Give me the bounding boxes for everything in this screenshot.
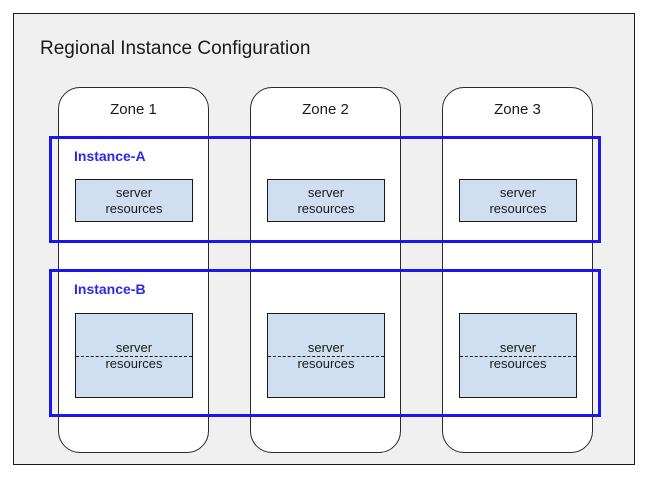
split-divider-icon [268, 355, 384, 357]
resource-box-b-zone3[interactable]: server resources [459, 313, 577, 398]
split-divider-icon [76, 355, 192, 357]
zone-label-3: Zone 3 [494, 101, 541, 118]
region-frame: Zone 1 Zone 2 Zone 3 Instance-A Instance… [13, 13, 635, 465]
resource-box-b-zone2[interactable]: server resources [267, 313, 385, 398]
resource-label: server resources [489, 184, 547, 216]
zone-card-1[interactable]: Zone 1 [58, 87, 209, 453]
resource-label: server resources [105, 184, 163, 216]
page-title: Regional Instance Configuration [40, 38, 311, 59]
resource-box-a-zone3[interactable]: server resources [459, 179, 577, 222]
resource-label: server resources [297, 184, 355, 216]
resource-box-b-zone1[interactable]: server resources [75, 313, 193, 398]
resource-label: server resources [297, 339, 355, 371]
resource-label: server resources [489, 339, 547, 371]
resource-box-a-zone2[interactable]: server resources [267, 179, 385, 222]
zone-label-2: Zone 2 [302, 101, 349, 118]
zone-label-1: Zone 1 [110, 101, 157, 118]
zone-card-3[interactable]: Zone 3 [442, 87, 593, 453]
zone-card-2[interactable]: Zone 2 [250, 87, 401, 453]
resource-box-a-zone1[interactable]: server resources [75, 179, 193, 222]
split-divider-icon [460, 355, 576, 357]
resource-label: server resources [105, 339, 163, 371]
